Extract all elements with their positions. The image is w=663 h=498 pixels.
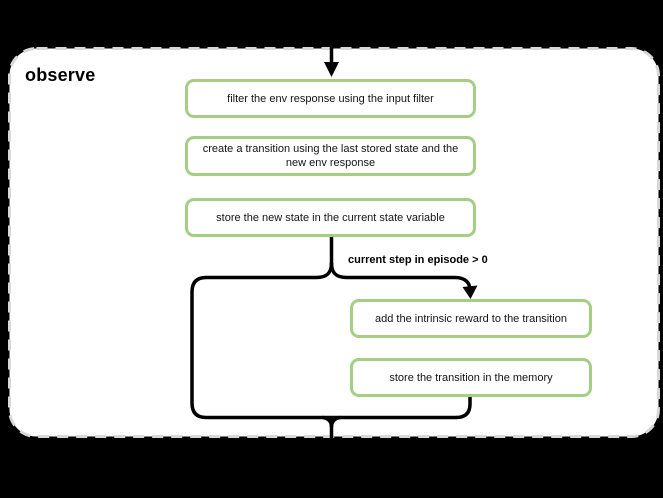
node-label: store the new state in the current state… bbox=[216, 211, 445, 224]
node-store-transition: store the transition in the memory bbox=[350, 358, 592, 397]
false-branch-connector bbox=[190, 262, 457, 420]
true-branch-connector bbox=[329, 262, 472, 291]
node-create-transition: create a transition using the last store… bbox=[185, 136, 476, 176]
true-branch-return-connector bbox=[455, 396, 472, 420]
branch-arrowhead-down-icon bbox=[462, 285, 478, 299]
node-label: create a transition using the last store… bbox=[202, 143, 459, 169]
node-filter-env-response: filter the env response using the input … bbox=[185, 79, 476, 118]
observe-container bbox=[8, 47, 660, 438]
node-label: store the transition in the memory bbox=[389, 371, 553, 384]
node-label: add the intrinsic reward to the transiti… bbox=[375, 312, 567, 325]
node-add-intrinsic-reward: add the intrinsic reward to the transiti… bbox=[350, 299, 592, 338]
node-store-new-state: store the new state in the current state… bbox=[185, 198, 476, 237]
diagram-title: observe bbox=[25, 65, 96, 85]
branch-condition-label: current step in episode > 0 bbox=[348, 254, 488, 266]
entry-arrowhead-down-icon bbox=[324, 62, 339, 77]
node-label: filter the env response using the input … bbox=[227, 92, 434, 105]
